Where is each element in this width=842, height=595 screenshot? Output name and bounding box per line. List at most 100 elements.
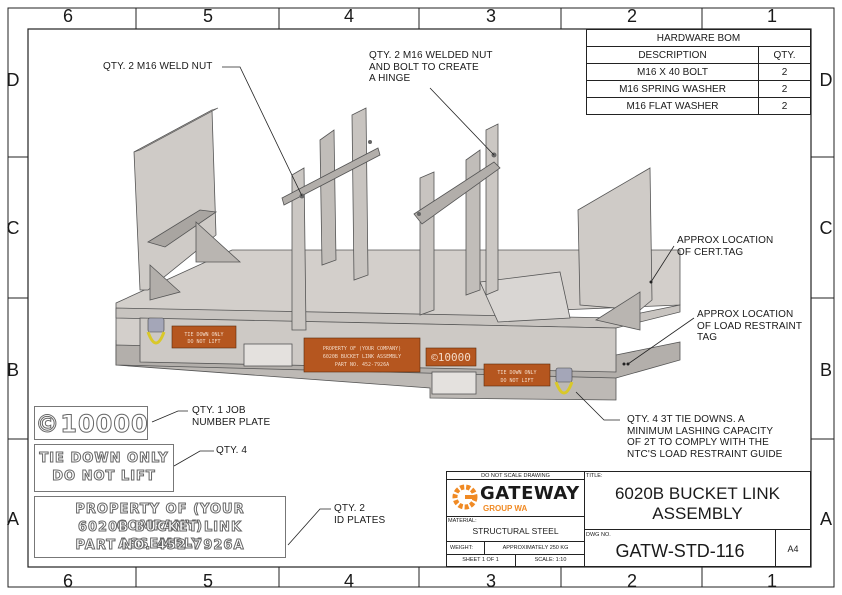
bom-row-description: M16 X 40 BOLT	[586, 63, 759, 81]
do-not-scale-label: DO NOT SCALE DRAWING	[481, 473, 550, 479]
callout-hinge-line3: A HINGE	[369, 73, 411, 84]
svg-text:DO NOT LIFT: DO NOT LIFT	[187, 339, 220, 345]
sheet-size: A4	[787, 544, 799, 554]
callout-load-tag: APPROX LOCATION OF LOAD RESTRAINT TAG	[697, 309, 802, 344]
zone-row-a-right: A	[819, 509, 832, 529]
zone-row-a-left: A	[6, 509, 19, 529]
svg-text:PART NO. 452-7926A: PART NO. 452-7926A	[335, 362, 389, 368]
callout-id-plates-line1: QTY. 2	[334, 503, 365, 514]
zone-row-d-right: D	[819, 70, 833, 90]
bom-row-qty: 2	[758, 63, 811, 81]
right-crossbeam	[479, 271, 571, 323]
tie-down-plate-left	[171, 325, 237, 349]
zone-col-6-bottom: 6	[62, 571, 73, 591]
leader-id-plates	[287, 508, 331, 546]
svg-text:TIE DOWN ONLY: TIE DOWN ONLY	[497, 370, 536, 376]
bom-row: M16 FLAT WASHER 2	[586, 97, 811, 115]
bom-row-description: M16 FLAT WASHER	[586, 97, 759, 115]
callout-load-tag-line1: APPROX LOCATION	[697, 309, 794, 320]
job-number-text: ©10000	[35, 410, 149, 439]
leader-weld-nut	[222, 66, 303, 197]
callout-job-plate-line2: NUMBER PLATE	[192, 416, 271, 428]
callout-load-tag-line3: TAG	[697, 332, 718, 343]
tie-down-line2: DO NOT LIFT	[52, 469, 156, 485]
id-plate-line1: PROPERTY OF (YOUR COMPANY)	[75, 502, 245, 535]
svg-text:6020B BUCKET LINK ASSEMBLY: 6020B BUCKET LINK ASSEMBLY	[323, 354, 401, 360]
zone-col-2-bottom: 2	[626, 571, 637, 591]
end-wall-left-edge	[133, 107, 219, 153]
zone-col-1-bottom: 1	[766, 571, 777, 591]
id-plate-line2: 6020B BUCKET LINK ASSEMBLY	[77, 520, 243, 553]
bom-row-qty: 2	[758, 97, 811, 115]
material-value: STRUCTURAL STEEL	[472, 526, 559, 536]
callout-tie-downs-line4: NTC'S LOAD RESTRAINT GUIDE	[627, 448, 783, 460]
drawing-title: 6020B BUCKET LINK ASSEMBLY	[584, 484, 811, 524]
zone-row-d-left: D	[6, 70, 20, 90]
callout-tie-downs-line1: QTY. 4 3T TIE DOWNS. A	[627, 414, 745, 425]
base-slot-left	[243, 343, 293, 367]
zone-row-c-right: C	[819, 218, 833, 238]
weight-label: WEIGHT:	[450, 545, 473, 551]
tie-down-shackle-right	[554, 367, 574, 395]
callout-job-plate-line1: QTY. 1 JOB	[192, 405, 246, 416]
left-gusset-2	[149, 264, 181, 301]
zone-col-4-bottom: 4	[343, 571, 354, 591]
lug-right-rear	[419, 171, 435, 316]
zone-row-c-left: C	[6, 218, 20, 238]
id-plate-on-frame	[303, 337, 421, 373]
scale-value: SCALE: 1:10	[534, 557, 567, 563]
bolt-head-left	[368, 140, 372, 144]
callout-cert-tag-line2: OF CERT.TAG	[677, 246, 744, 258]
tie-down-shackle-left	[146, 317, 166, 345]
leader-job-plate	[151, 410, 188, 423]
callout-cert-tag: APPROX LOCATION OF CERT.TAG	[677, 235, 773, 258]
zone-col-2-top: 2	[626, 6, 637, 26]
tb-size-cell	[775, 529, 811, 567]
zone-col-5-bottom: 5	[202, 571, 213, 591]
hardware-bom-table: HARDWARE BOM DESCRIPTION QTY. M16 X 40 B…	[586, 29, 811, 115]
callout-id-plates-line2: ID PLATES	[334, 514, 386, 526]
tie-down-line1: TIE DOWN ONLY	[39, 451, 169, 467]
left-gusset	[195, 221, 242, 263]
copyright-symbol: ©	[35, 410, 61, 439]
right-gusset	[594, 291, 641, 331]
logo-name: GATEWAY	[480, 483, 580, 504]
title-label: TITLE:	[586, 473, 603, 479]
dwg-label: DWG NO.	[586, 532, 611, 538]
job-plate-on-frame	[425, 347, 477, 367]
callout-hinge-line2: AND BOLT TO CREATE	[369, 61, 479, 73]
bolt-head-right	[417, 212, 421, 216]
svg-text:©10000: ©10000	[431, 351, 471, 364]
zone-col-1-top: 1	[766, 6, 777, 26]
zone-row-b-right: B	[819, 360, 832, 380]
zone-row-b-left: B	[6, 360, 19, 380]
lug-left-rear	[319, 129, 337, 266]
leader-load-tag	[627, 317, 695, 365]
left-crossbeam	[147, 209, 218, 248]
lug-left-rear-2	[351, 107, 369, 281]
callout-cert-tag-line1: APPROX LOCATION	[677, 235, 774, 246]
bom-row: M16 X 40 BOLT 2	[586, 63, 811, 81]
zone-col-3-bottom: 3	[485, 571, 496, 591]
drawing-title-line2: ASSEMBLY	[652, 504, 743, 523]
callout-tie-downs-line3: OF 2T TO COMPLY WITH THE	[627, 437, 769, 448]
sheet-value: SHEET 1 OF 1	[462, 557, 499, 563]
hinge-bar-left	[281, 147, 381, 206]
load-tag-marker-a	[622, 362, 626, 366]
bom-row-description: M16 SPRING WASHER	[586, 80, 759, 98]
callout-hinge-line1: QTY. 2 M16 WELDED NUT	[369, 50, 493, 61]
bom-header-qty: QTY.	[758, 46, 811, 64]
zone-col-6-top: 6	[62, 6, 73, 26]
callout-tie-downs-line2: MINIMUM LASHING CAPACITY	[627, 425, 774, 437]
callout-hinge: QTY. 2 M16 WELDED NUT AND BOLT TO CREATE…	[369, 50, 493, 85]
dwg-number: GATW-STD-116	[615, 541, 745, 561]
id-plate: PROPERTY OF (YOUR COMPANY) 6020B BUCKET …	[34, 496, 286, 558]
callout-tie-downs: QTY. 4 3T TIE DOWNS. A MINIMUM LASHING C…	[627, 414, 782, 460]
bom-title: HARDWARE BOM	[586, 29, 811, 47]
job-number-plate: ©10000	[34, 406, 148, 440]
callout-load-tag-line2: OF LOAD RESTRAINT	[697, 320, 803, 332]
id-plate-line3: PART NO. 452-7926A	[75, 538, 245, 554]
svg-text:PROPERTY OF (YOUR COMPANY): PROPERTY OF (YOUR COMPANY)	[323, 346, 401, 352]
callout-id-plates: QTY. 2 ID PLATES	[334, 503, 385, 526]
